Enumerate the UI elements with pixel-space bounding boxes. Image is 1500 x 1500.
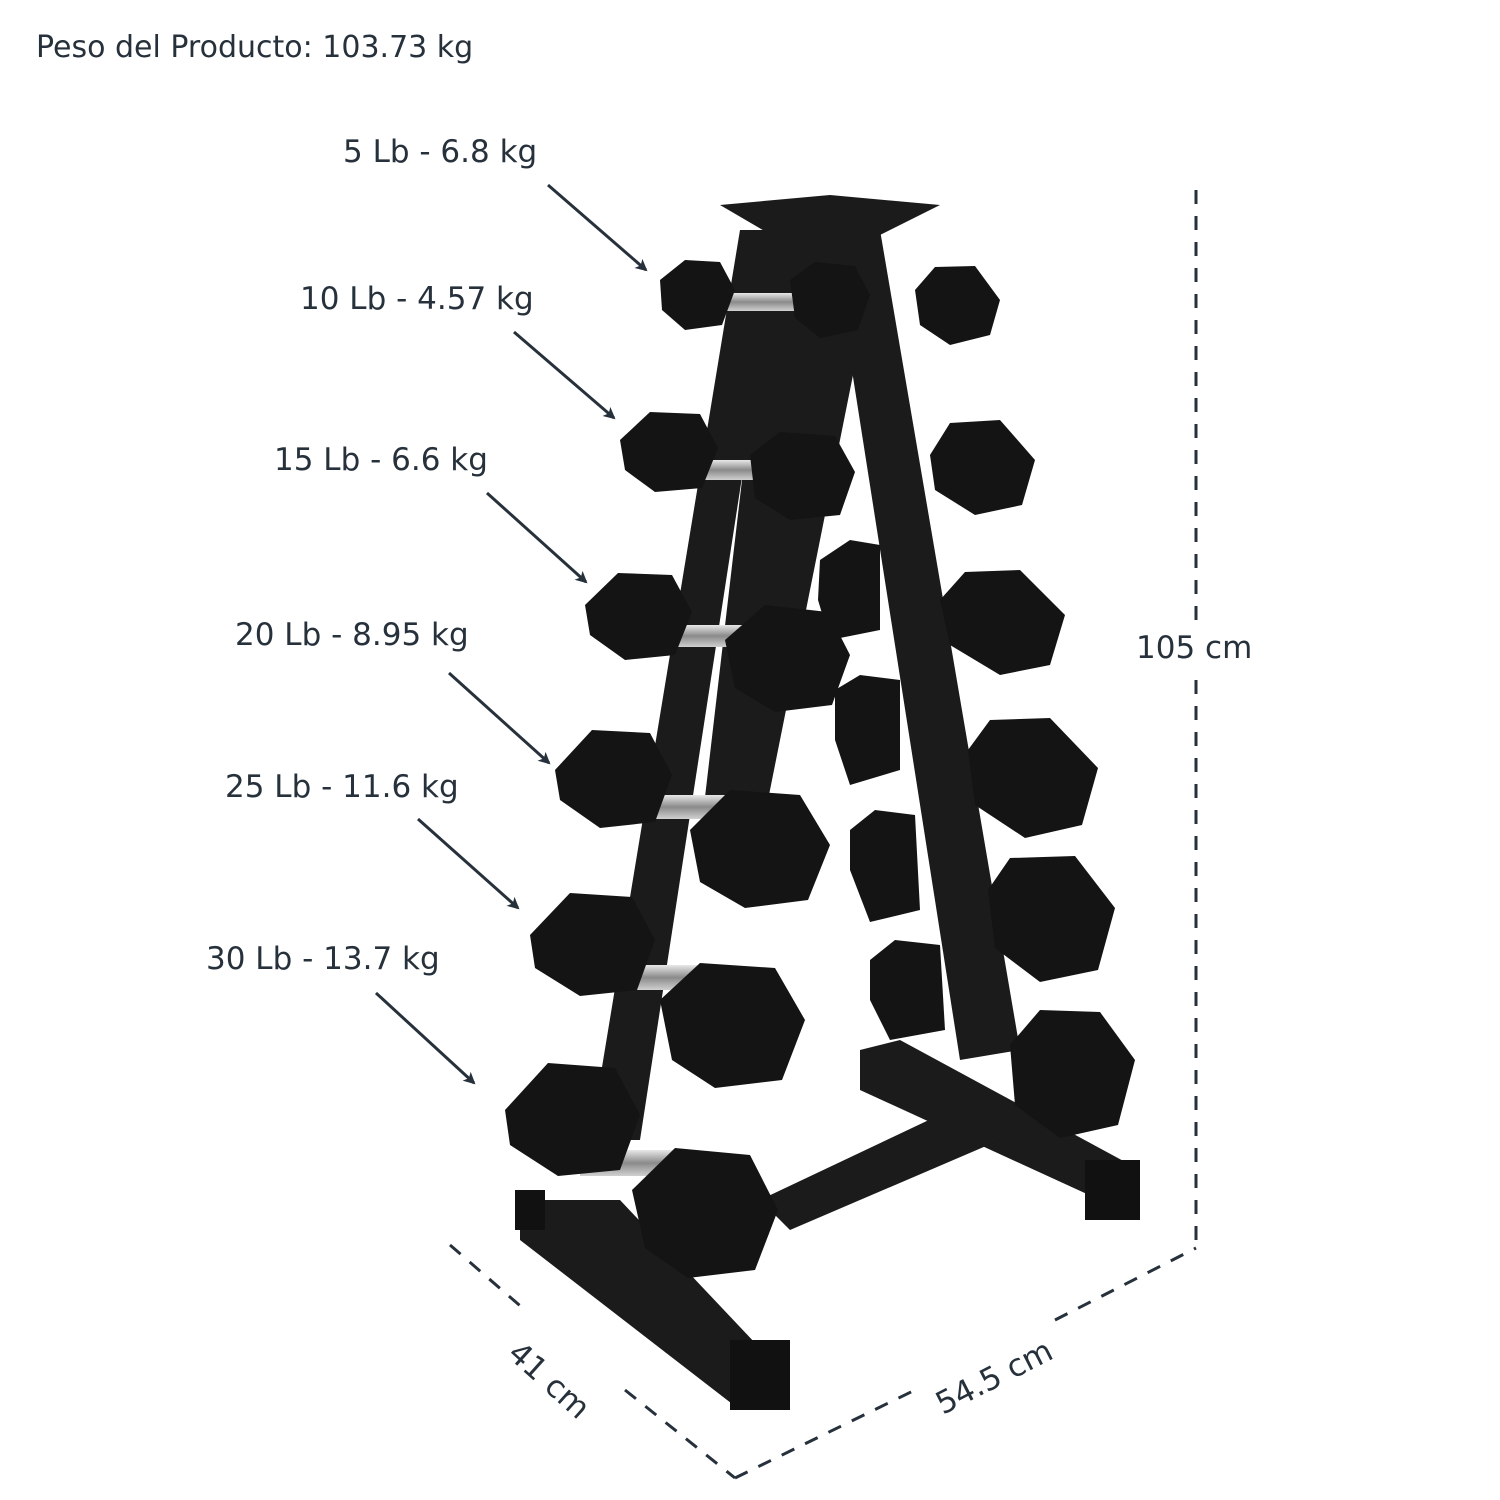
dumbbells-right xyxy=(818,266,1135,1138)
dimension-height: 105 cm xyxy=(1136,630,1253,666)
dumbbell-5lb xyxy=(660,260,870,338)
dumbbells-left xyxy=(505,260,870,1278)
label-15lb: 15 Lb - 6.6 kg xyxy=(274,442,488,478)
dumbbell-10lb xyxy=(620,412,855,520)
dumbbell-20lb xyxy=(555,730,830,908)
dumbbell-30lb xyxy=(505,1063,778,1278)
dumbbell-25lb xyxy=(530,893,805,1088)
label-10lb: 10 Lb - 4.57 kg xyxy=(300,281,534,317)
label-arrows xyxy=(374,183,648,1085)
dumbbell-15lb xyxy=(585,573,850,712)
label-5lb: 5 Lb - 6.8 kg xyxy=(343,134,538,170)
label-30lb: 30 Lb - 13.7 kg xyxy=(206,941,440,977)
label-20lb: 20 Lb - 8.95 kg xyxy=(235,617,469,653)
product-weight-text: Peso del Producto: 103.73 kg xyxy=(36,30,474,65)
label-25lb: 25 Lb - 11.6 kg xyxy=(225,769,459,805)
dimension-lines xyxy=(449,190,1198,1480)
